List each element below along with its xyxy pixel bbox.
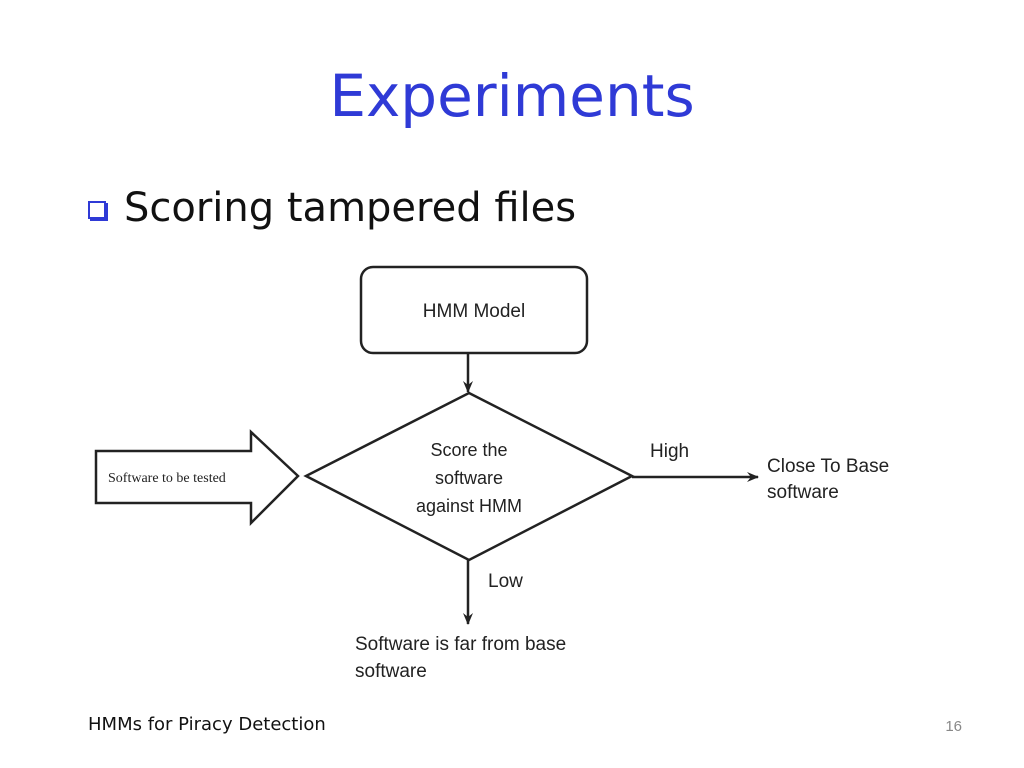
hmm-model-box [359,265,589,355]
bullet-item: Scoring tampered files [88,178,576,238]
hmm-model-label: HMM Model [423,301,525,322]
input-arrow-label: Software to be tested [108,471,226,486]
page-number: 16 [945,718,962,735]
high-result-line-1: Close To Base [767,456,889,477]
high-label: High [650,441,689,462]
square-bullet-icon [88,201,106,219]
input-block-arrow [94,429,300,527]
decision-line-2: software [435,468,503,488]
low-result-line-2: software [355,661,427,682]
decision-line-1: Score the [430,440,507,460]
footer-title: HMMs for Piracy Detection [88,714,326,735]
high-result-line-2: software [767,482,839,503]
low-result-line-1: Software is far from base [355,634,566,655]
bullet-text: Scoring tampered files [124,185,577,231]
slide-title: Experiments [329,62,695,130]
decision-line-3: against HMM [416,496,522,516]
low-label: Low [488,571,523,592]
